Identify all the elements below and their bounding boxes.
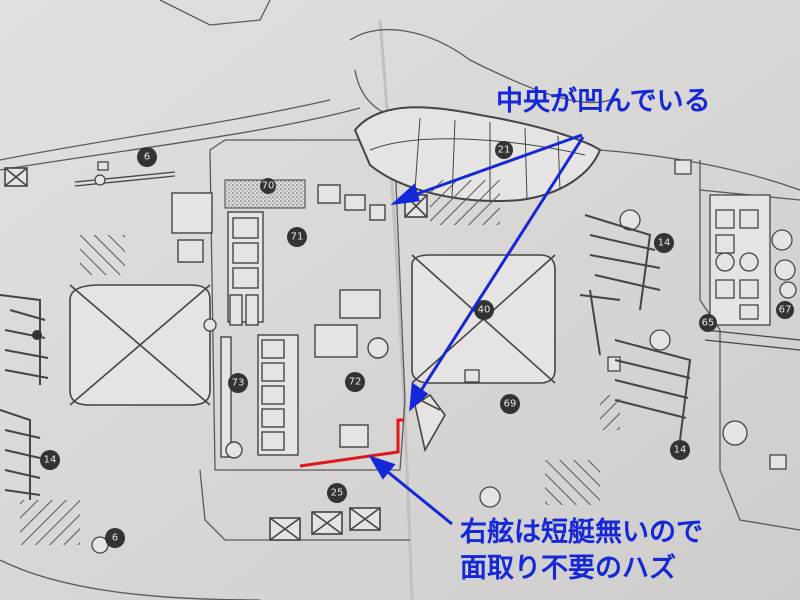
deck-fittings	[74, 159, 787, 554]
part-number-14-bottom-right: 14	[674, 445, 687, 456]
cabin-fittings	[171, 184, 389, 459]
arrow-to-chamfer	[377, 462, 453, 526]
part-number-14-top-right: 14	[658, 238, 671, 249]
hatched-patches	[20, 180, 620, 545]
part-number-25: 25	[331, 488, 344, 499]
part-number-70: 70	[262, 181, 275, 192]
part-number-65: 65	[702, 318, 715, 329]
rack-frames	[0, 214, 692, 500]
arrowhead-cabin-top	[390, 183, 420, 206]
part-number-69: 69	[504, 399, 517, 410]
part-number-40: 40	[478, 305, 491, 316]
annotation-arrows	[368, 133, 585, 526]
davit-fitting	[414, 393, 446, 453]
arrow-to-cabin-side	[413, 136, 585, 401]
part-number-6-bottom: 6	[112, 533, 118, 544]
arrow-to-cabin-top	[399, 133, 583, 202]
red-chamfer-line	[299, 418, 404, 468]
part-number-72: 72	[349, 377, 362, 388]
part-number-14-left: 14	[44, 455, 57, 466]
arrowhead-cabin-side	[409, 382, 429, 412]
part-number-21: 21	[498, 145, 511, 156]
arrowhead-chamfer	[368, 455, 396, 480]
annotation-center-dent: 中央が凹んでいる	[496, 86, 711, 117]
annotation-no-boat-line1: 右舷は短艇無いので	[460, 517, 703, 548]
part-number-73: 73	[232, 378, 245, 389]
annotation-no-boat-line2: 面取り不要のハズ	[460, 553, 676, 584]
part-number-67: 67	[779, 305, 792, 316]
part-number-6-top: 6	[144, 152, 150, 163]
right-structure	[704, 194, 800, 351]
part-number-71: 71	[291, 232, 304, 243]
